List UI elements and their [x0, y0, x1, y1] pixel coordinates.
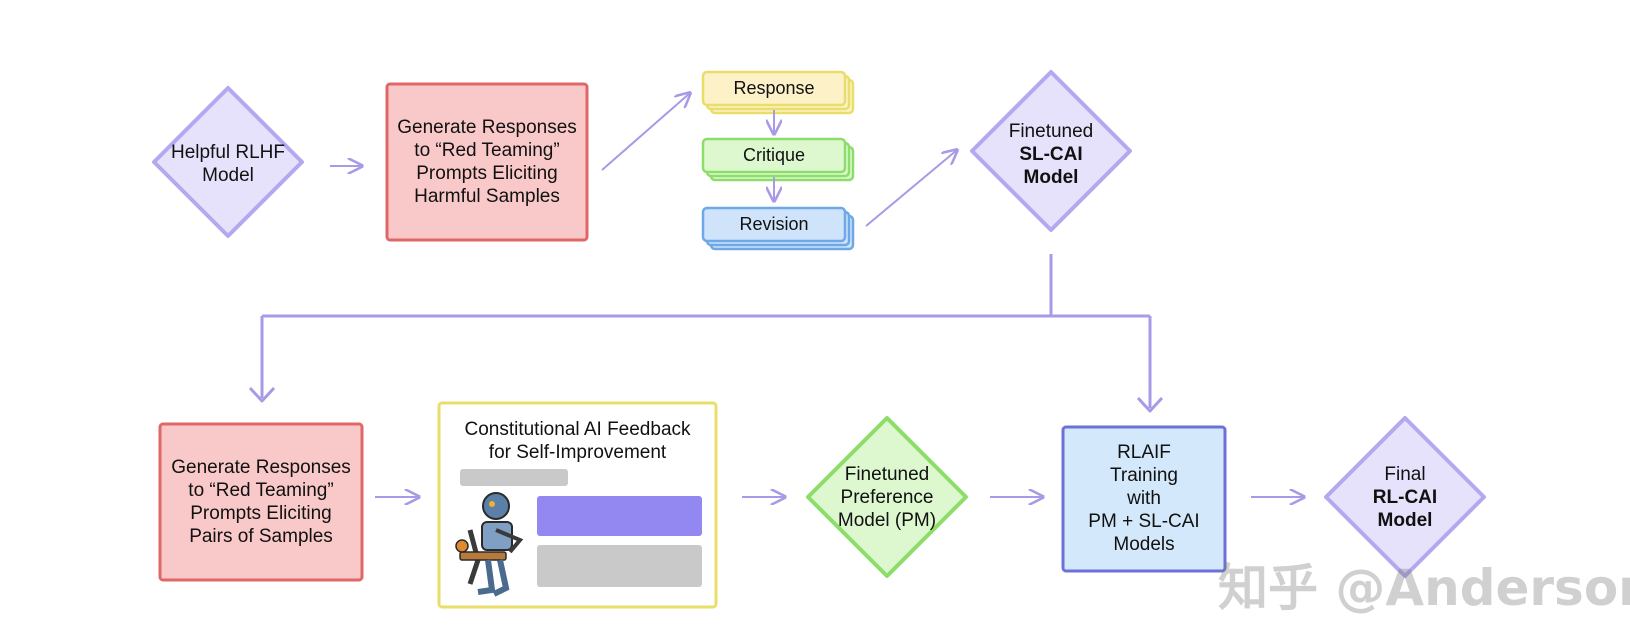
generate-harmful-line3: Prompts Eliciting — [416, 163, 558, 184]
slcai-line3: Model — [1023, 167, 1079, 188]
generate-harmful-box — [385, 82, 589, 242]
feedback-title-line1: Constitutional AI Feedback — [464, 419, 691, 440]
helpful-rlhf-label: Helpful RLHF Model — [158, 141, 298, 187]
final-rlcai-label: Final RL-CAI Model — [1335, 463, 1475, 532]
rlaif-line5: Models — [1113, 534, 1175, 555]
branch-connector — [248, 254, 1164, 413]
final-line3: Model — [1377, 510, 1433, 531]
final-line1: Final — [1384, 464, 1426, 485]
feedback-title-line2: for Self-Improvement — [488, 442, 667, 463]
generate-harmful-line2: to “Red Teaming” — [414, 140, 560, 161]
pm-line3: Model (PM) — [837, 510, 937, 531]
feedback-title: Constitutional AI Feedback for Self-Impr… — [439, 418, 716, 464]
final-rlcai-diamond — [1324, 416, 1486, 578]
critique-label: Critique — [742, 145, 806, 165]
generate-harmful-label: Generate Responses to “Red Teaming” Prom… — [387, 116, 587, 208]
pm-label: Finetuned Preference Model (PM) — [817, 463, 957, 532]
pm-line2: Preference — [840, 487, 934, 508]
revision-label: Revision — [739, 214, 809, 234]
final-line2: RL-CAI — [1372, 487, 1438, 508]
watermark-text: 知乎 @Anderson — [1218, 559, 1630, 617]
slcai-label: Finetuned SL-CAI Model — [981, 120, 1121, 189]
critique-card-stack — [701, 137, 855, 182]
chat-bubble-purple — [537, 496, 702, 536]
chat-bubble-gray — [537, 545, 702, 587]
helpful-rlhf-line1: Helpful RLHF — [170, 142, 286, 163]
robot-thinker-icon — [455, 492, 524, 597]
helpful-rlhf-line2: Model — [202, 165, 254, 186]
slcai-line2: SL-CAI — [1019, 144, 1083, 165]
slcai-line1: Finetuned — [1008, 121, 1094, 142]
generate-pairs-line3: Prompts Eliciting — [190, 503, 332, 524]
pm-diamond — [806, 416, 968, 578]
rlaif-line4: PM + SL-CAI — [1088, 511, 1200, 532]
generate-pairs-line2: to “Red Teaming” — [188, 480, 334, 501]
response-card-stack — [701, 70, 855, 115]
helpful-rlhf-diamond — [152, 86, 304, 238]
pm-line1: Finetuned — [844, 464, 930, 485]
generate-pairs-box — [158, 422, 364, 582]
rlaif-line1: RLAIF — [1117, 442, 1171, 463]
rlaif-label: RLAIF Training with PM + SL-CAI Models — [1063, 441, 1225, 556]
generate-harmful-line4: Harmful Samples — [414, 186, 560, 207]
rlaif-line2: Training — [1110, 465, 1178, 486]
chat-bubble-small-gray — [460, 469, 568, 486]
generate-pairs-line4: Pairs of Samples — [189, 526, 333, 547]
revision-card-stack — [701, 206, 855, 251]
generate-pairs-label: Generate Responses to “Red Teaming” Prom… — [160, 456, 362, 548]
rlaif-box — [1061, 425, 1227, 573]
rlaif-line3: with — [1127, 488, 1161, 509]
generate-harmful-line1: Generate Responses — [397, 117, 577, 138]
response-label: Response — [733, 78, 815, 98]
arrow-revision-to-slcai — [865, 150, 957, 227]
slcai-diamond — [970, 70, 1132, 232]
generate-pairs-line1: Generate Responses — [171, 457, 351, 478]
arrow-generate-to-response — [601, 93, 690, 171]
